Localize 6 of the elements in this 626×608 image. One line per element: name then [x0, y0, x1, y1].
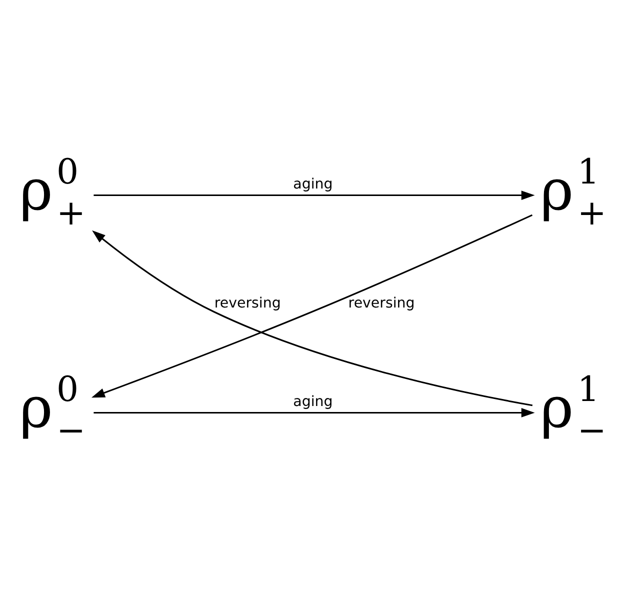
edge-label: aging	[293, 176, 333, 192]
edge-label: aging	[293, 394, 333, 410]
arrow	[94, 190, 535, 200]
edge-label: reversing	[348, 295, 415, 312]
edge-label: reversing	[214, 295, 281, 312]
arrow	[94, 408, 535, 418]
